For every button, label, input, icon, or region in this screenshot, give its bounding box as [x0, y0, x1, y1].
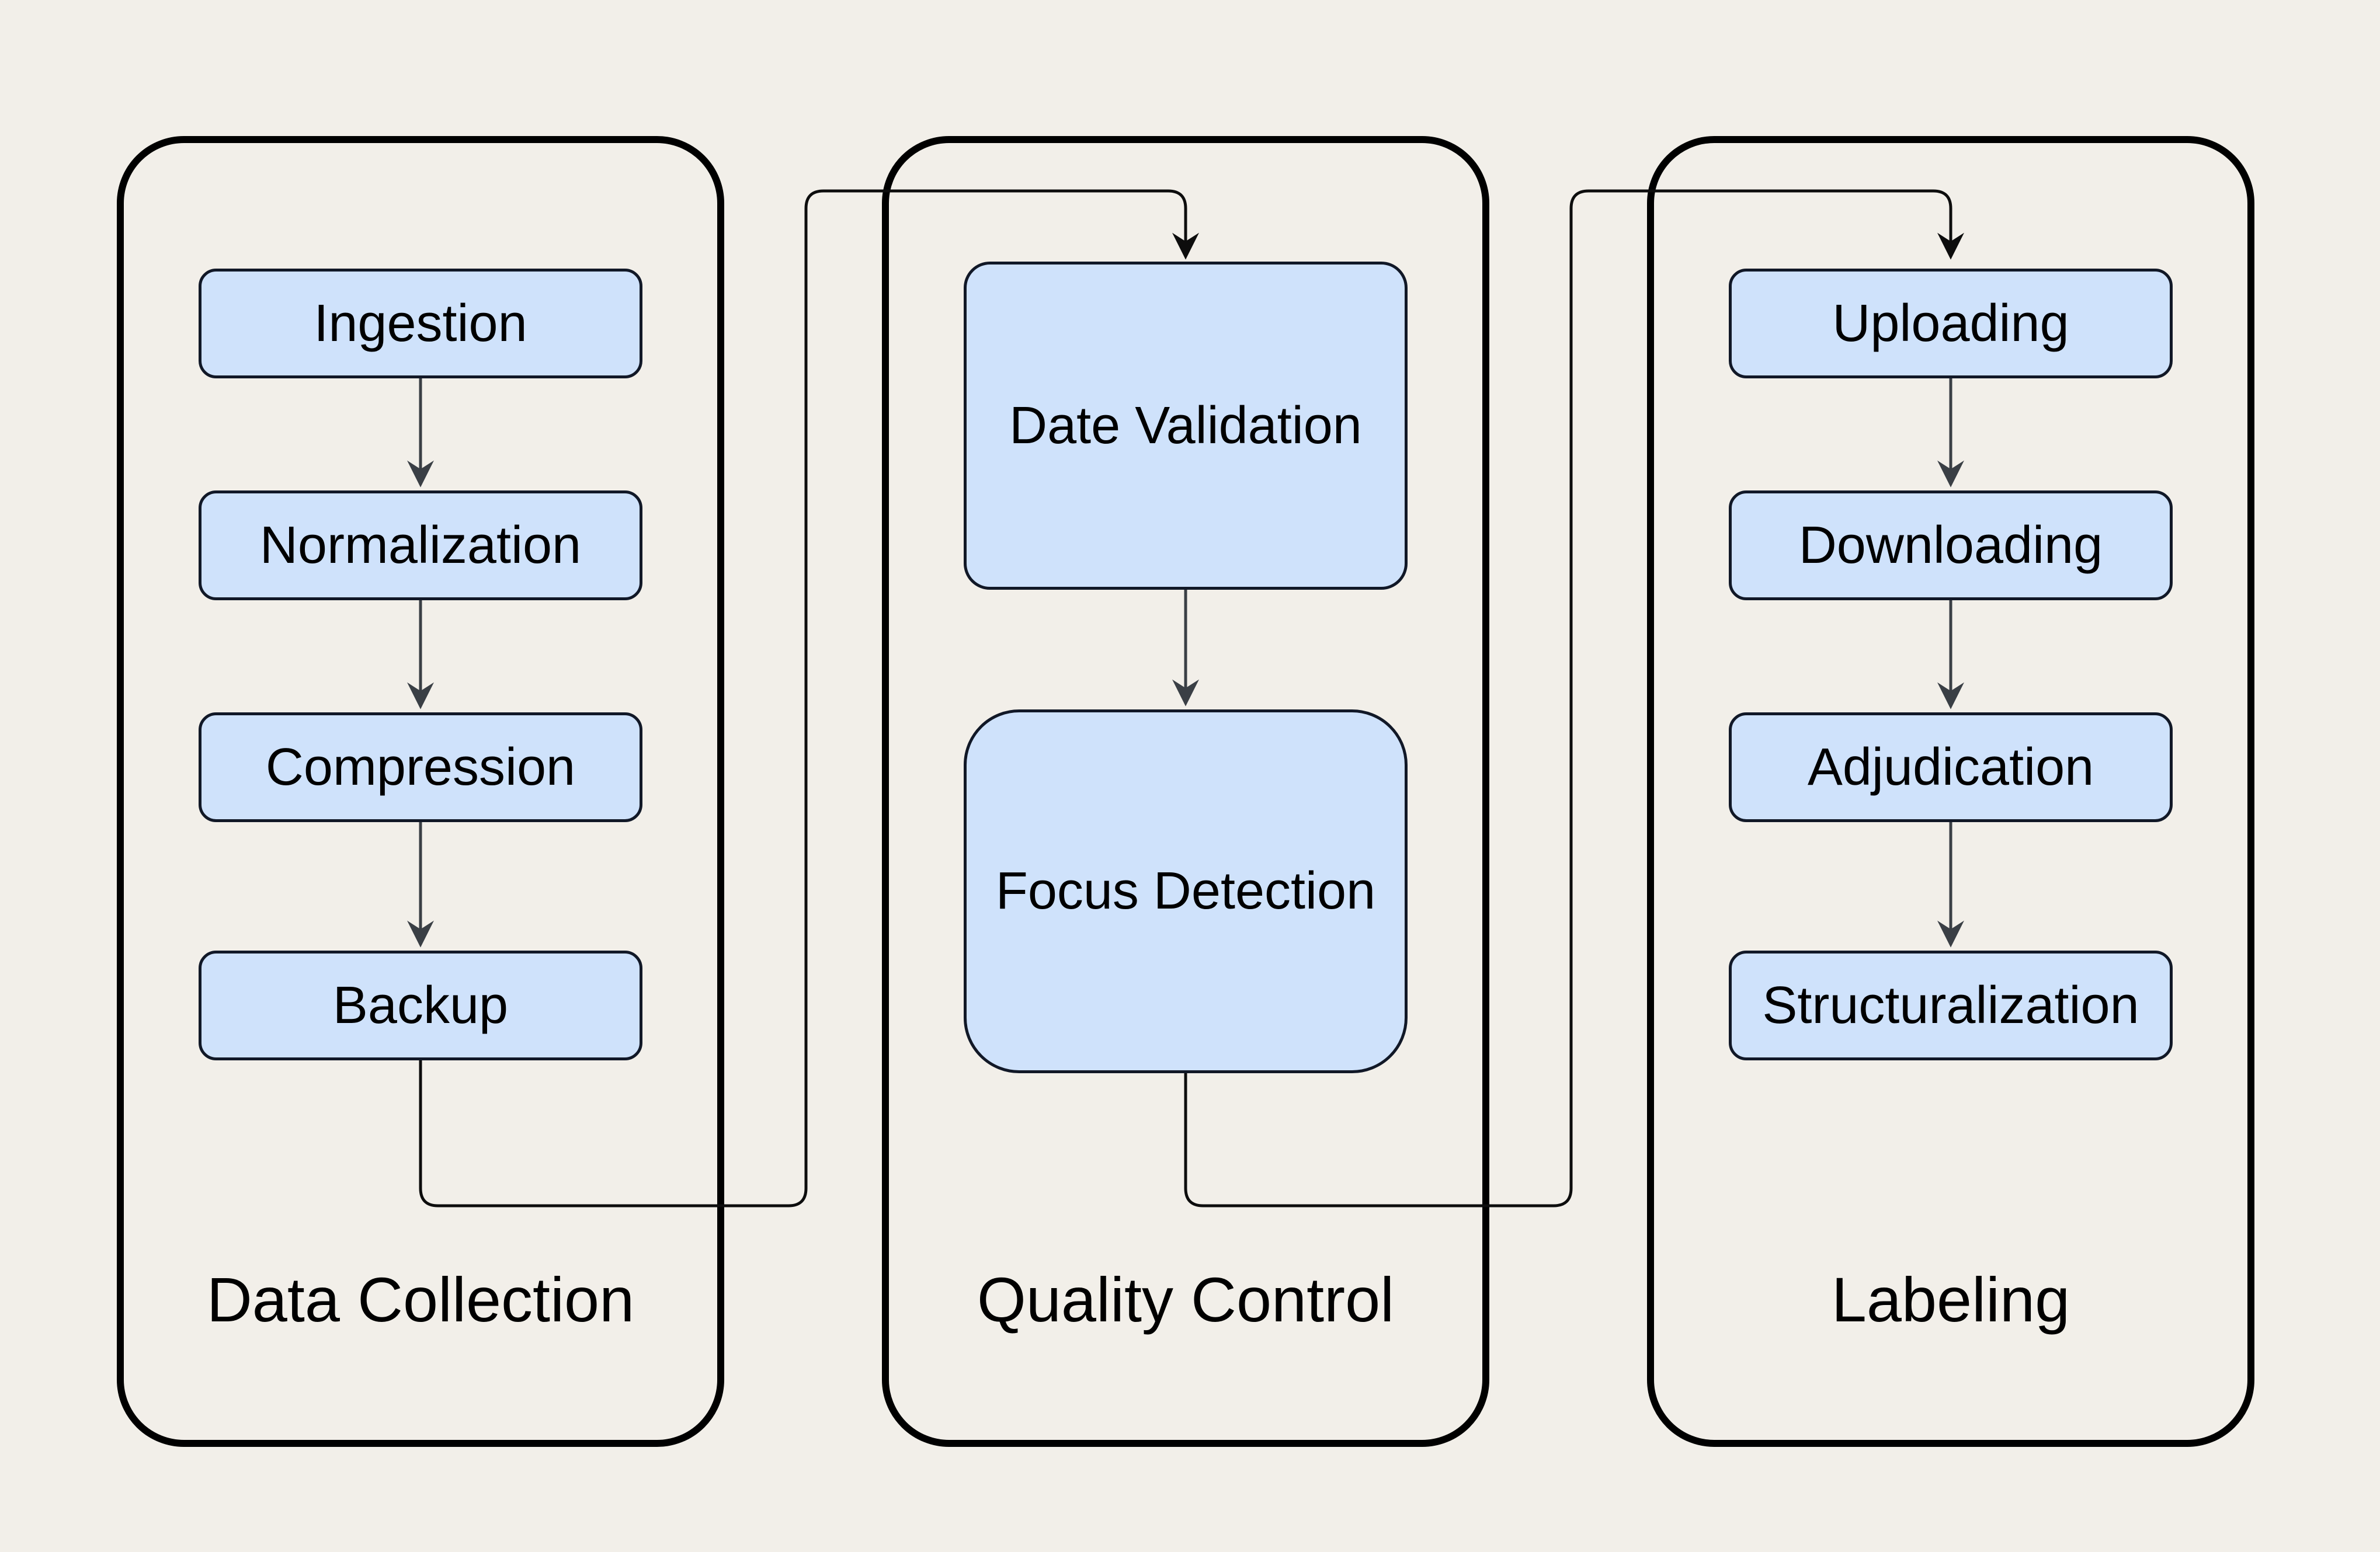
node-adjudication: Adjudication [1729, 712, 2173, 822]
title-labeling: Labeling [1831, 1264, 2070, 1335]
node-uploading: Uploading [1729, 269, 2173, 378]
node-normalization: Normalization [199, 490, 642, 600]
title-data-collection: Data Collection [206, 1264, 635, 1335]
node-ingestion: Ingestion [199, 269, 642, 378]
node-backup: Backup [199, 951, 642, 1060]
node-date-validation: Date Validation [964, 262, 1408, 590]
node-focus-detection: Focus Detection [964, 709, 1408, 1073]
node-compression: Compression [199, 712, 642, 822]
node-structuralization: Structuralization [1729, 951, 2173, 1060]
title-quality-control: Quality Control [977, 1264, 1395, 1335]
node-downloading: Downloading [1729, 490, 2173, 600]
